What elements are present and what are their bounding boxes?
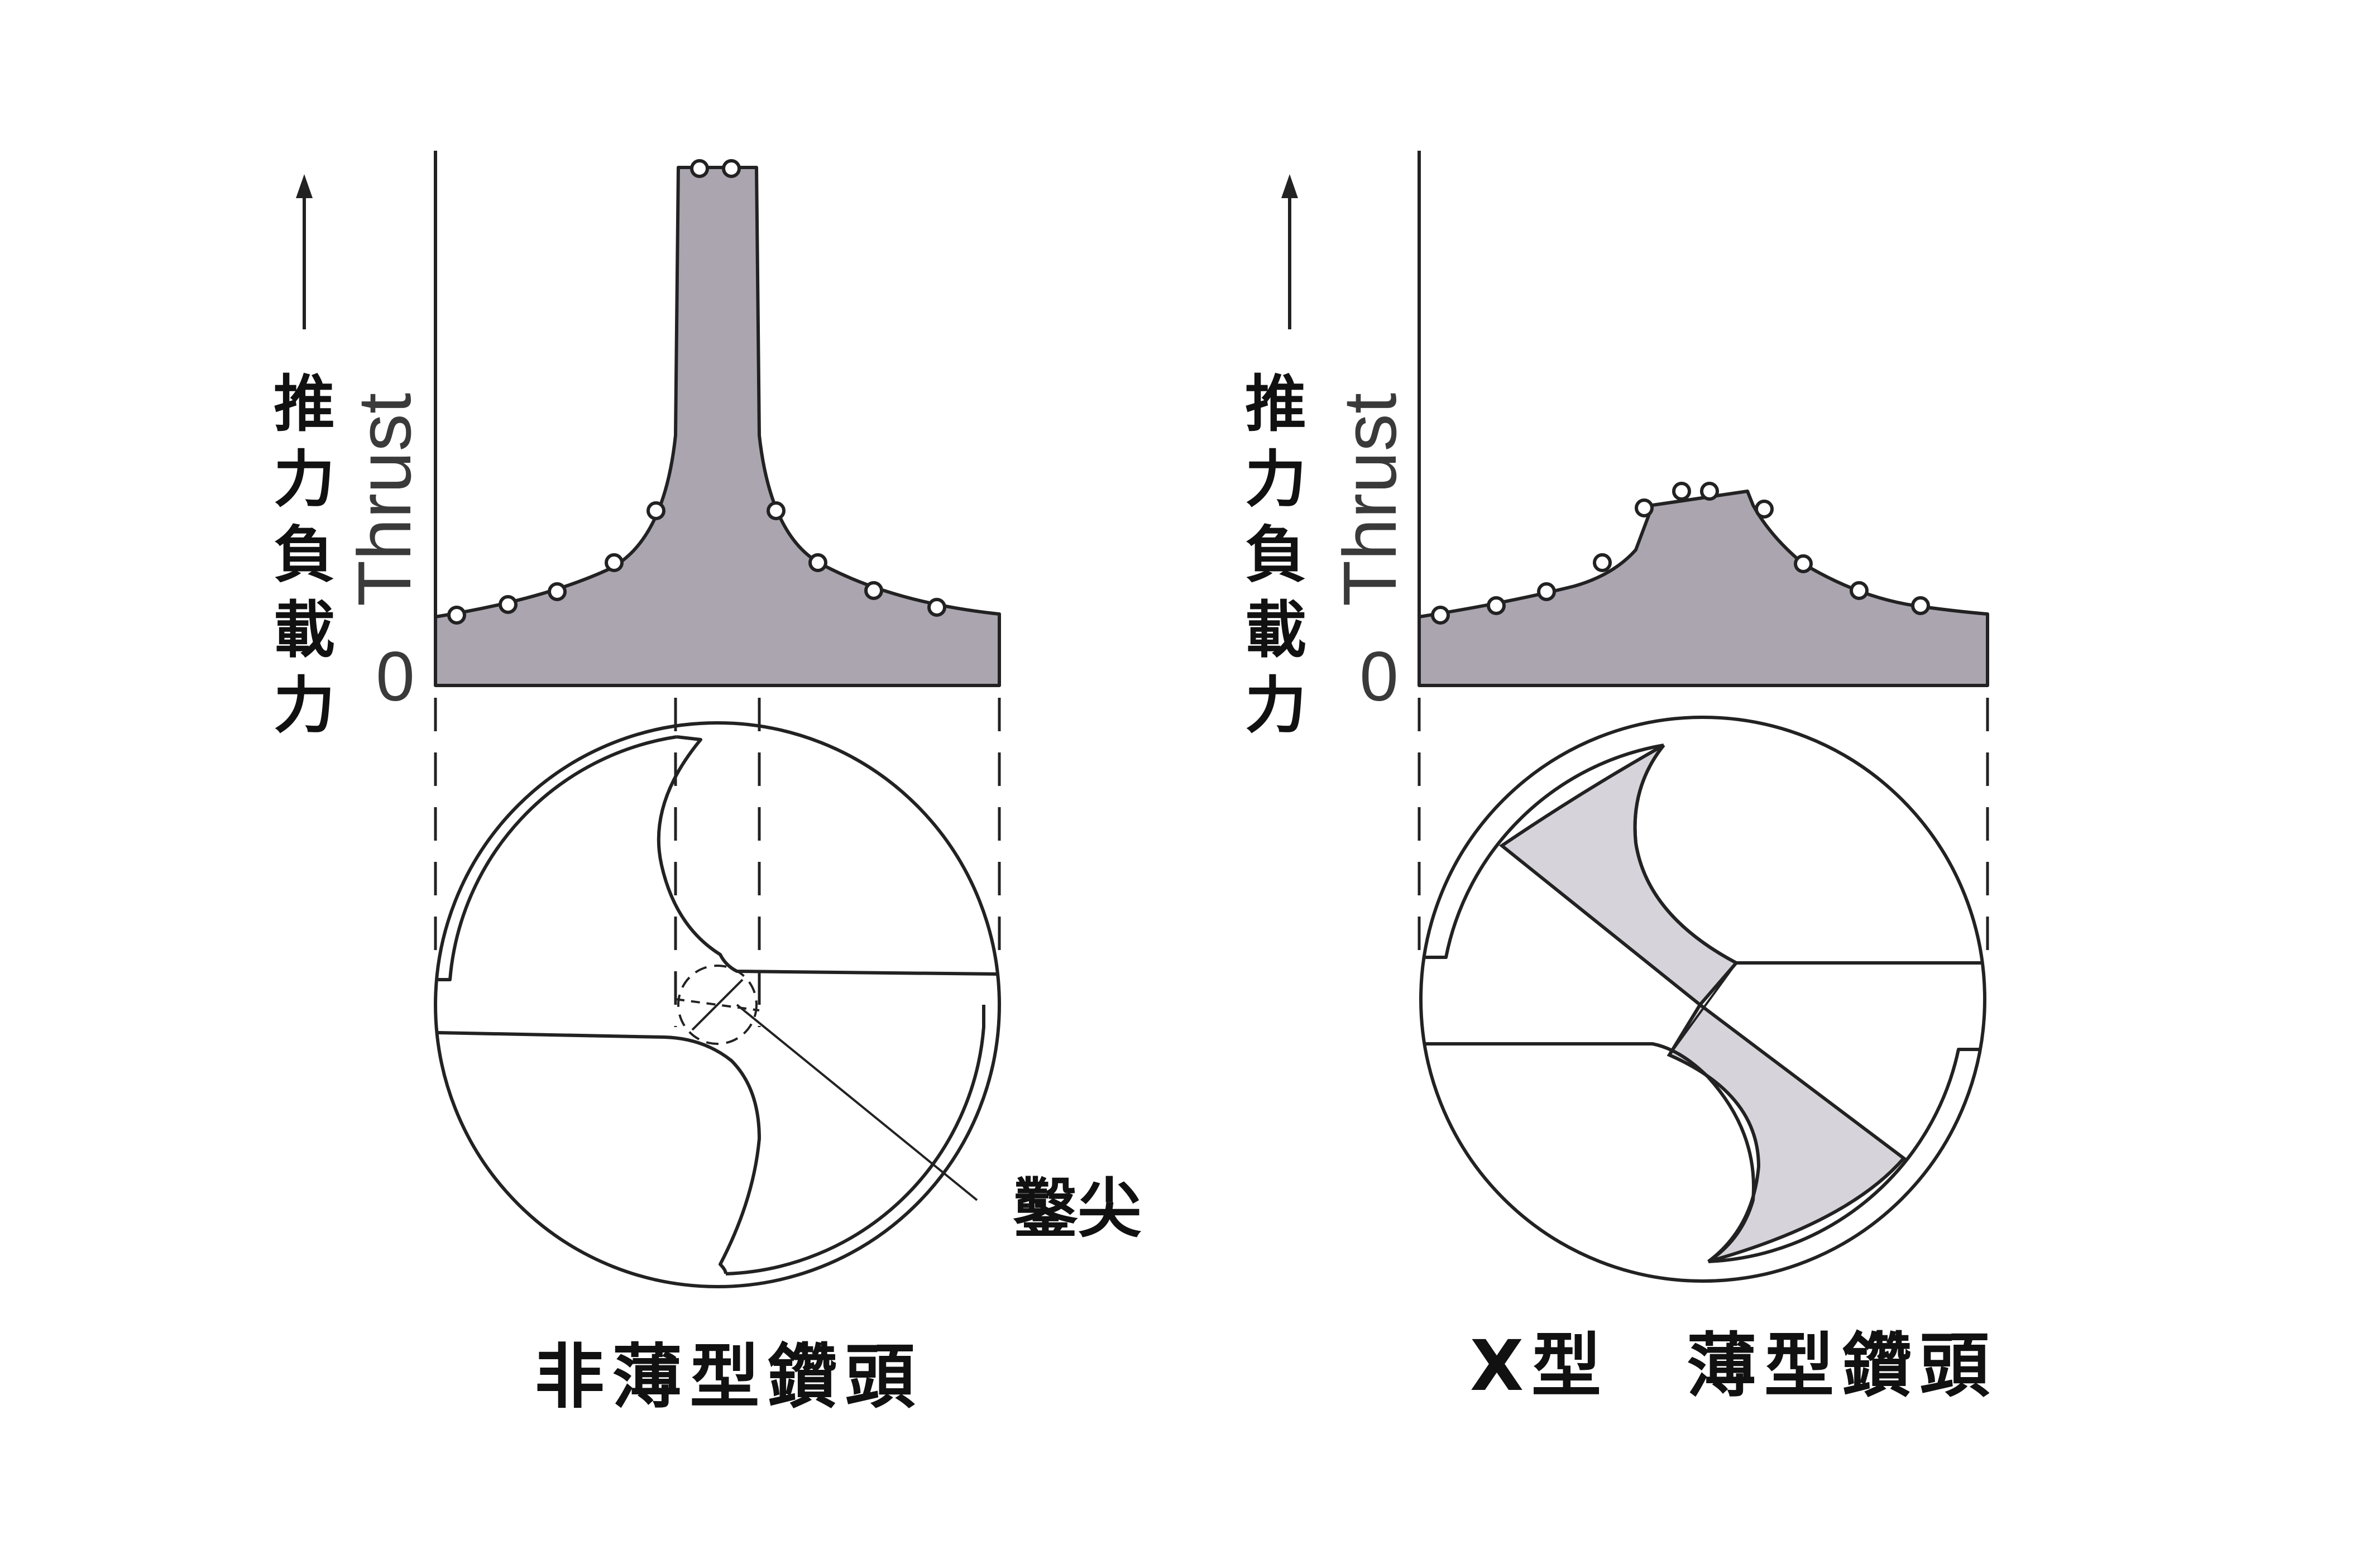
- flute-lower: [1424, 1042, 1755, 1263]
- data-marker: [767, 501, 786, 520]
- data-marker: [1850, 581, 1869, 600]
- drill-cross-section-x-type: [1419, 716, 1986, 1283]
- annotation-leader: [736, 1004, 978, 1201]
- axis-char: 推: [274, 368, 335, 440]
- data-marker: [499, 595, 518, 614]
- thinning-line: [1501, 845, 1701, 1006]
- panel-x-type: 推 力 負 載 力 Thrust 0: [1245, 151, 1997, 1407]
- axis-char: 載: [1245, 594, 1306, 666]
- data-marker: [1755, 500, 1774, 519]
- margin-lower: [1708, 1048, 1981, 1263]
- axis-char: 力: [274, 670, 335, 741]
- chisel-edge: [691, 979, 744, 1031]
- flute-upper: [1633, 744, 1981, 965]
- flute-lower: [438, 1031, 761, 1274]
- axis-char: 負: [1245, 519, 1306, 591]
- axis-label-cjk: 推 力 負 載 力: [1245, 368, 1306, 741]
- up-arrow-icon: [1281, 174, 1298, 329]
- chisel-edge-annotation: 鑿尖: [1013, 1172, 1142, 1246]
- margin-lower: [725, 1005, 985, 1275]
- data-marker: [548, 582, 567, 601]
- axis-label-cjk: 推 力 負 載 力: [274, 368, 335, 741]
- axis-char: 力: [274, 444, 335, 515]
- flute-upper: [657, 735, 997, 976]
- data-marker: [1911, 596, 1930, 615]
- axis-char: 推: [1245, 368, 1306, 440]
- margin-upper: [438, 735, 677, 981]
- margin-upper: [1424, 744, 1664, 959]
- up-arrow-icon: [296, 174, 313, 329]
- data-marker: [1672, 482, 1691, 501]
- projection-guides: [1418, 698, 1989, 955]
- projection-guides: [434, 698, 1001, 1027]
- data-marker: [605, 553, 624, 572]
- data-marker: [1635, 498, 1654, 517]
- data-marker: [647, 501, 665, 520]
- axis-char: 載: [274, 594, 335, 666]
- drill-outer-circle: [434, 721, 1001, 1288]
- data-marker: [722, 159, 741, 178]
- axis-label-thrust: Thrust: [1328, 393, 1412, 607]
- drill-cross-section-conventional: [434, 721, 1001, 1288]
- thrust-profile-area: [1418, 490, 1989, 687]
- data-marker: [447, 606, 466, 625]
- data-marker: [927, 598, 946, 617]
- data-marker: [1431, 606, 1450, 625]
- axis-char: 負: [274, 519, 335, 591]
- data-marker: [1700, 482, 1719, 501]
- thrust-markers: [1431, 482, 1930, 625]
- data-marker: [1487, 596, 1506, 615]
- chisel-edge: [675, 998, 760, 1011]
- thrust-markers: [447, 159, 946, 625]
- axis-char: 力: [1245, 444, 1306, 515]
- chisel-detail-circle: [677, 965, 758, 1045]
- data-marker: [1794, 554, 1813, 573]
- data-marker: [808, 553, 827, 572]
- data-marker: [1593, 553, 1612, 572]
- thrust-profile-area: [434, 166, 1001, 687]
- panel-conventional: 推 力 負 載 力 Thrust 0: [274, 151, 1142, 1418]
- data-marker: [1537, 582, 1556, 601]
- data-marker: [864, 581, 883, 600]
- axis-origin-label: 0: [1359, 638, 1399, 716]
- axis-label-thrust: Thrust: [342, 393, 427, 607]
- panel-caption: 非薄型鑽頭: [535, 1337, 923, 1418]
- panel-caption: X型 薄型鑽頭: [1470, 1326, 1997, 1407]
- chisel-edge: [1668, 962, 1737, 1056]
- data-marker: [690, 159, 709, 178]
- drill-outer-circle: [1419, 716, 1986, 1283]
- thinning-line: [1699, 1004, 1905, 1159]
- axis-origin-label: 0: [376, 638, 415, 716]
- axis-char: 力: [1245, 670, 1306, 741]
